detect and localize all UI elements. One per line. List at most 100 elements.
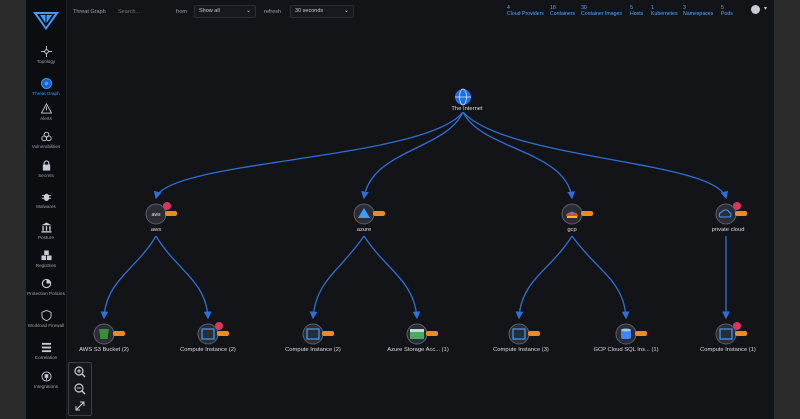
compute-icon <box>719 328 733 340</box>
node-label[interactable]: aws <box>149 227 163 233</box>
stat-count: 4 <box>507 5 510 11</box>
sidebar-item-posture[interactable]: Posture <box>26 222 66 241</box>
deepfence-logo[interactable] <box>32 11 60 31</box>
alert-badge <box>215 322 223 330</box>
node-label[interactable]: GCP Cloud SQL Ins... (1) <box>592 347 660 353</box>
sidebar-item-topology[interactable]: Topology <box>26 46 66 65</box>
node-azure-storage-account[interactable] <box>406 323 438 345</box>
edge <box>363 235 421 320</box>
sidebar-item-malwares[interactable]: Malwares <box>26 191 66 210</box>
threat-graph-canvas[interactable]: aws <box>66 24 774 419</box>
sidebar-item-label: Threat Graph <box>32 91 60 96</box>
edge <box>462 111 576 200</box>
node-label[interactable]: Azure Storage Acc... (1) <box>386 347 450 353</box>
shield-icon <box>40 310 52 321</box>
alert-badge <box>733 322 741 330</box>
aws-icon: aws <box>152 212 161 218</box>
node-gcp-compute-instance[interactable] <box>508 323 540 345</box>
node-label[interactable]: private cloud <box>710 227 746 233</box>
sidebar-item-registries[interactable]: Registries <box>26 250 66 269</box>
node-label[interactable]: azure <box>355 227 373 233</box>
node-aws-s3-bucket[interactable] <box>93 323 125 345</box>
sidebar-item-vulnerabilities[interactable]: Vulnerabilities <box>26 131 66 150</box>
top-toolbar: Threat Graph from Show all ⌄ refresh 30 … <box>66 0 774 24</box>
cloud-icon <box>718 209 732 218</box>
from-select-value: Show all <box>199 8 220 14</box>
stat-count: 3 <box>683 5 686 11</box>
sidebar-item-protection-policies[interactable]: Protection Policies <box>26 278 66 297</box>
node-azure-compute-instance[interactable] <box>302 323 334 345</box>
chevron-down-icon: ⌄ <box>245 8 251 14</box>
compute-icon <box>306 328 320 340</box>
sidebar-item-alerts[interactable]: Alerts <box>26 103 66 122</box>
sidebar-item-label: Malwares <box>36 204 56 209</box>
stat-label: Containers <box>550 11 576 17</box>
stat-count: 5 <box>721 5 724 11</box>
node-label[interactable]: Compute Instance (2) <box>179 347 237 353</box>
node-azure[interactable] <box>353 203 385 225</box>
node-label[interactable]: Compute Instance (3) <box>492 347 550 353</box>
node-label[interactable]: Compute Instance (1) <box>699 347 757 353</box>
plug-icon <box>40 371 52 382</box>
sidebar-item-integrations[interactable]: Integrations <box>26 371 66 390</box>
refresh-select[interactable]: 30 seconds ⌄ <box>290 5 354 18</box>
zoom-out-icon[interactable] <box>69 381 91 397</box>
severity-badge <box>165 211 177 216</box>
node-private-cloud[interactable] <box>715 202 747 225</box>
stat-label: Pods <box>721 11 733 17</box>
sidebar-item-label: Vulnerabilities <box>31 144 61 149</box>
search-input[interactable] <box>114 5 170 18</box>
node-gcp-cloud-sql[interactable] <box>615 323 647 345</box>
sidebar-item-label: Protection Policies <box>27 291 65 296</box>
node-the-internet[interactable] <box>455 88 471 106</box>
stat-label: Namespaces <box>683 11 714 17</box>
threat-graph-icon <box>40 78 52 89</box>
stat-count: 18 <box>550 5 556 11</box>
stack-icon <box>41 342 51 353</box>
node-aws-compute-instance[interactable] <box>197 322 229 345</box>
edge <box>515 235 573 320</box>
severity-badge <box>373 211 385 216</box>
gcp-icon <box>566 211 578 218</box>
database-icon <box>621 328 631 339</box>
zoom-in-icon[interactable] <box>69 364 91 380</box>
biohazard-icon <box>40 131 52 142</box>
stat-label: Cloud Providers <box>507 11 544 17</box>
bank-icon <box>40 222 52 233</box>
sidebar-item-label: Posture <box>38 235 54 240</box>
refresh-label: refresh <box>264 9 282 15</box>
node-label[interactable]: Compute Instance (2) <box>284 347 342 353</box>
severity-badge <box>528 331 540 336</box>
node-label[interactable]: AWS S3 Bucket (2) <box>78 347 130 353</box>
sidebar-item-correlation[interactable]: Correlation <box>26 342 66 361</box>
sidebar-item-workload-firewall[interactable]: Workload Firewall <box>26 310 66 329</box>
node-aws[interactable]: aws <box>145 202 177 225</box>
graph-edges: aws <box>93 88 747 345</box>
sidebar-item-label: Alerts <box>40 116 52 121</box>
node-private-compute-instance[interactable] <box>715 322 747 345</box>
stat-count: 5 <box>630 5 633 11</box>
sidebar: Topology Threat Graph Alerts Vulnerabili… <box>26 0 67 419</box>
sidebar-item-threat-graph[interactable]: Threat Graph <box>26 78 66 97</box>
sidebar-item-secrets[interactable]: Secrets <box>26 160 66 179</box>
user-avatar[interactable] <box>751 5 760 14</box>
severity-badge <box>322 331 334 336</box>
edge <box>309 235 365 320</box>
severity-badge <box>735 331 747 336</box>
node-gcp[interactable] <box>561 203 593 225</box>
node-label[interactable]: gcp <box>566 227 578 233</box>
node-label[interactable]: The Internet <box>450 106 484 112</box>
stat-label: Container Images <box>581 11 622 17</box>
severity-badge <box>735 211 747 216</box>
from-select[interactable]: Show all ⌄ <box>194 5 256 18</box>
fit-to-screen-icon[interactable] <box>69 398 91 414</box>
user-menu-chevron-icon[interactable]: ▾ <box>763 6 767 12</box>
edge <box>100 235 157 320</box>
